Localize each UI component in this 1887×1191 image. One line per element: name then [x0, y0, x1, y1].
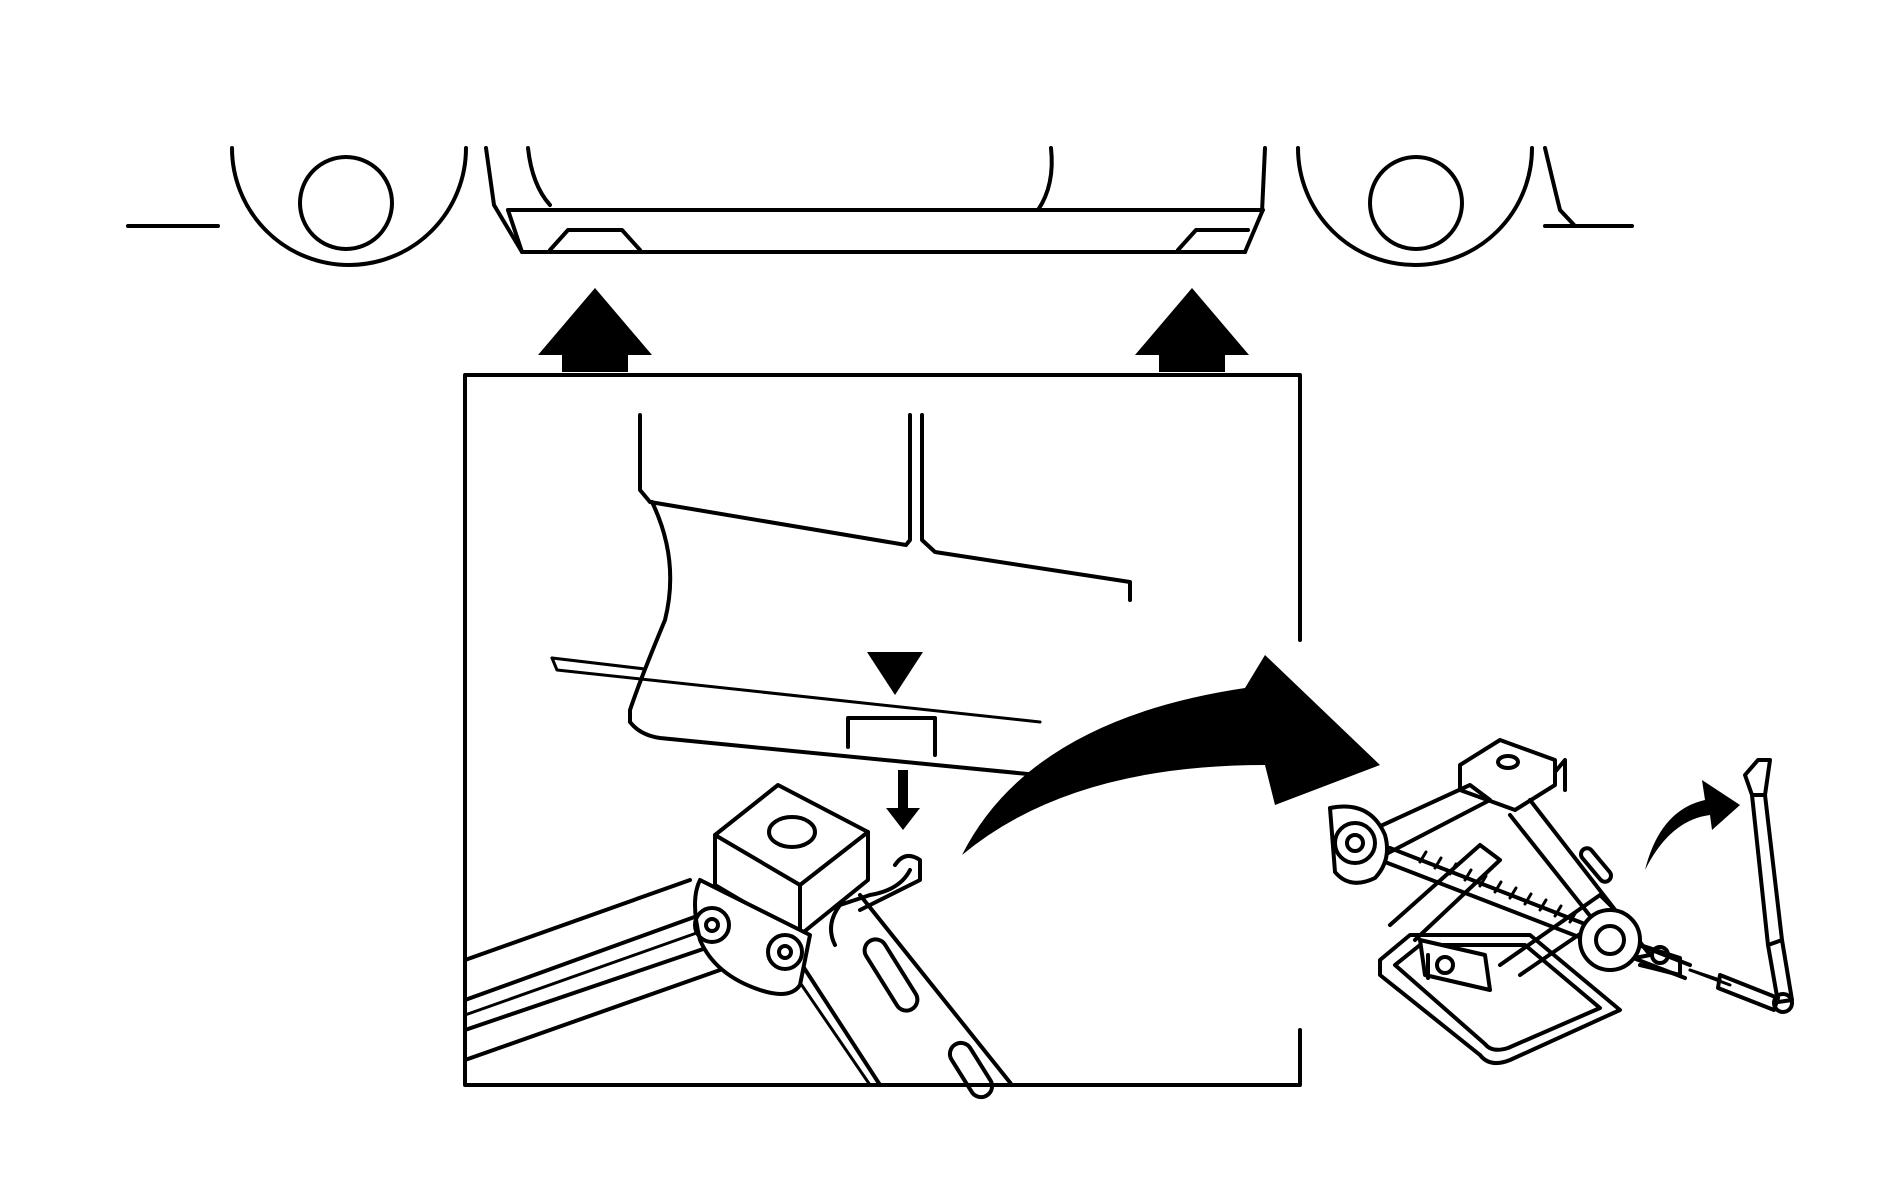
up-arrow-icon — [1135, 288, 1249, 372]
curved-arrow-icon — [962, 655, 1380, 855]
front-jack-point — [548, 228, 642, 252]
curved-arrow-icon — [1645, 780, 1740, 870]
jack-crank-handle — [1688, 758, 1794, 1014]
vehicle-side-silhouette — [126, 146, 1634, 267]
jack-head-engagement-detail — [463, 373, 1302, 1100]
down-arrow-icon — [886, 770, 920, 830]
scissor-jack — [1328, 738, 1732, 1066]
rear-wheel — [1296, 146, 1534, 267]
down-triangle-icon — [867, 652, 923, 695]
front-wheel — [230, 146, 468, 267]
up-arrow-icon — [538, 288, 652, 372]
